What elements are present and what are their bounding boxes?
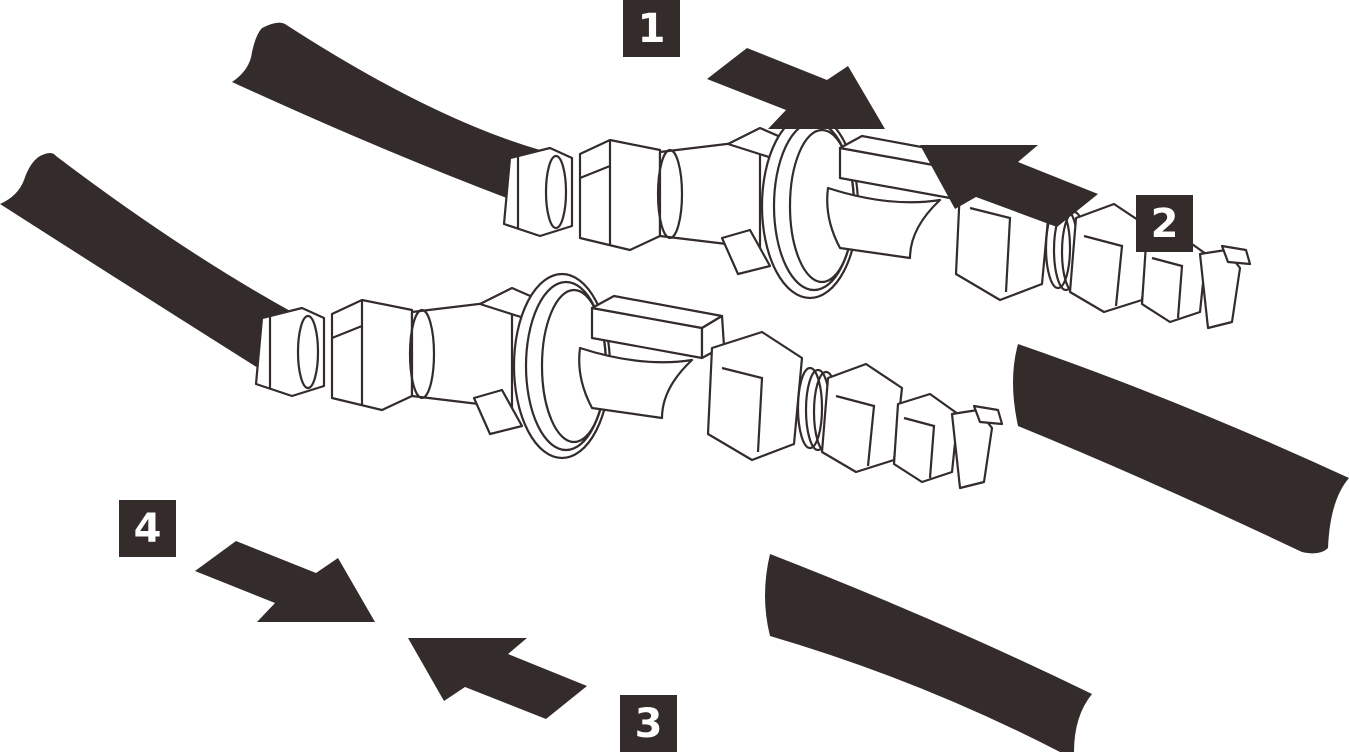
- lower-hose-right: [765, 554, 1092, 752]
- arrow-1-icon: [707, 48, 885, 129]
- callout-1-label: 1: [637, 5, 666, 52]
- callout-1: 1: [623, 0, 680, 57]
- callout-3-label: 3: [634, 700, 663, 747]
- arrow-4-icon: [195, 541, 375, 622]
- lower-hose-left: [0, 153, 292, 368]
- upper-coupling: [232, 22, 1349, 554]
- lower-coupling: [0, 153, 1092, 752]
- arrow-3-icon: [408, 638, 587, 719]
- callout-4-label: 4: [133, 505, 162, 552]
- callout-2-label: 2: [1150, 200, 1179, 247]
- upper-hose-left: [232, 22, 540, 200]
- arrow-2-icon: [920, 145, 1098, 227]
- upper-hose-right: [1013, 344, 1349, 554]
- callout-3: 3: [620, 695, 677, 752]
- callout-2: 2: [1136, 195, 1193, 252]
- callout-4: 4: [119, 500, 176, 557]
